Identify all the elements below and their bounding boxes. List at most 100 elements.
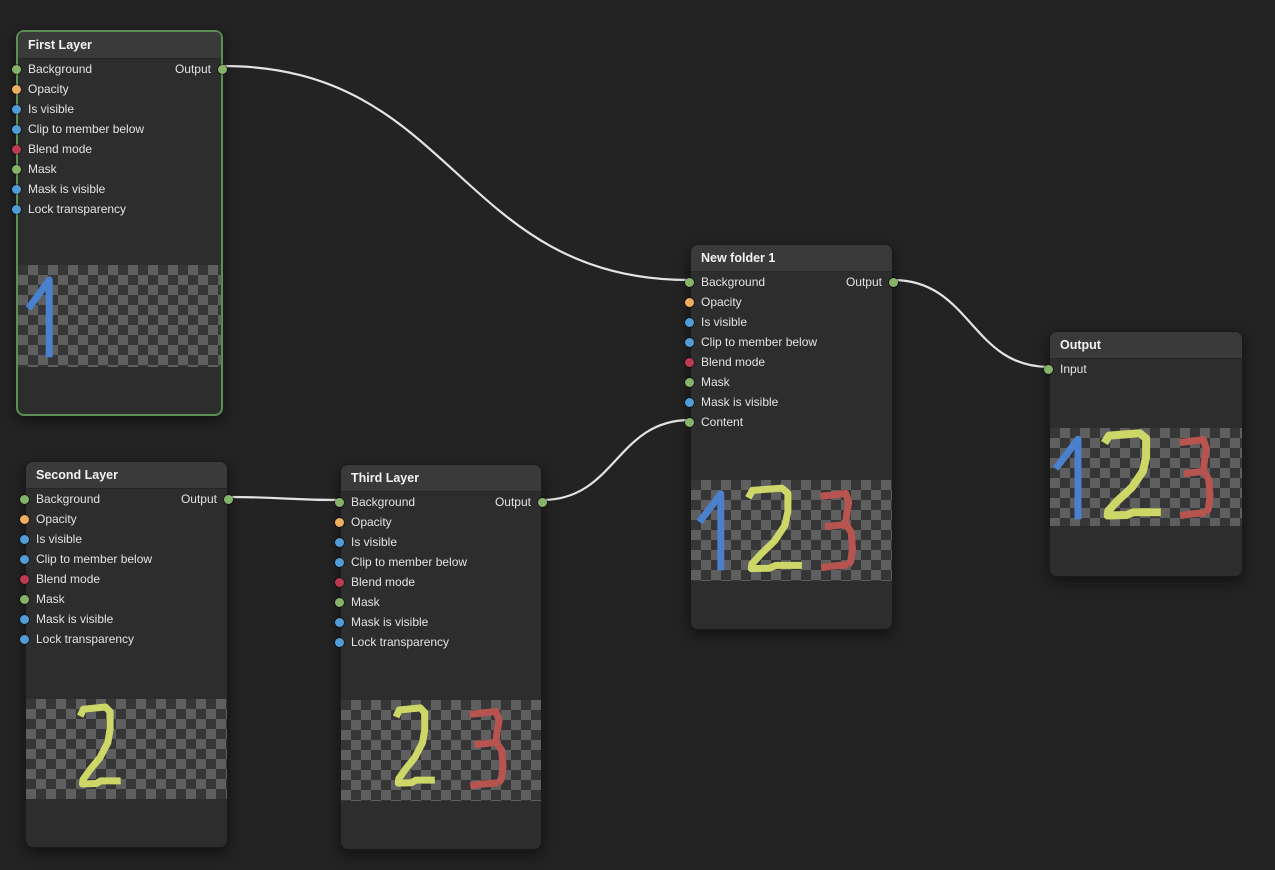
input-port-dot-blend-mode[interactable] (685, 357, 694, 367)
input-port-dot-mask[interactable] (685, 377, 694, 387)
input-port-label: Opacity (701, 295, 742, 309)
port-row: Blend mode (335, 572, 541, 592)
input-port-label: Mask is visible (28, 182, 106, 196)
input-port-label: Background (351, 495, 416, 509)
input-port-label: Blend mode (36, 572, 101, 586)
input-port-dot-mask-is-visible[interactable] (685, 397, 694, 407)
port-row: Input (1044, 359, 1242, 379)
input-port-dot-opacity[interactable] (20, 514, 29, 524)
wire-third-layer-to-new-folder-1[interactable] (540, 418, 692, 502)
input-port-label: Is visible (701, 315, 748, 329)
input-port-dot-background[interactable] (685, 277, 694, 287)
input-port-dot-clip-to-member-below[interactable] (335, 557, 344, 567)
node-title: Third Layer (351, 471, 420, 485)
input-port-dot-clip-to-member-below[interactable] (12, 124, 21, 134)
node-title-bar[interactable]: First Layer (18, 32, 221, 59)
preview-digit-1 (1052, 435, 1082, 520)
input-port-label: Lock transparency (36, 632, 135, 646)
input-port-dot-mask[interactable] (20, 594, 29, 604)
node-title-bar[interactable]: Third Layer (341, 465, 541, 492)
node-title-bar[interactable]: New folder 1 (691, 245, 892, 272)
output-port-label: Output (845, 275, 882, 289)
preview-digit-2 (1101, 429, 1161, 520)
port-row: Blend mode (12, 139, 221, 159)
port-row: Mask is visible (12, 179, 221, 199)
input-port-dot-is-visible[interactable] (685, 317, 694, 327)
preview-image (392, 704, 507, 790)
input-port-label: Content (701, 415, 744, 429)
input-port-label: Background (28, 62, 93, 76)
port-row: Mask (685, 372, 892, 392)
input-port-dot-mask-is-visible[interactable] (335, 617, 344, 627)
preview-digit-3 (1179, 436, 1214, 520)
input-port-dot-blend-mode[interactable] (335, 577, 344, 587)
port-row: Mask is visible (20, 609, 227, 629)
port-row: Mask (335, 592, 541, 612)
port-row: Clip to member below (12, 119, 221, 139)
input-port-label: Opacity (351, 515, 392, 529)
input-port-label: Input (1060, 362, 1087, 376)
input-port-dot-lock-transparency[interactable] (335, 637, 344, 647)
input-port-label: Background (701, 275, 766, 289)
input-port-dot-clip-to-member-below[interactable] (685, 337, 694, 347)
port-row: Is visible (20, 529, 227, 549)
wire-first-layer-to-new-folder-1[interactable] (221, 64, 692, 282)
input-port-dot-input[interactable] (1044, 364, 1053, 374)
input-port-dot-blend-mode[interactable] (20, 574, 29, 584)
input-port-dot-opacity[interactable] (12, 84, 21, 94)
input-port-dot-clip-to-member-below[interactable] (20, 554, 29, 564)
input-port-dot-lock-transparency[interactable] (20, 634, 29, 644)
output-port-group: Output (495, 492, 531, 512)
port-row: Opacity (20, 509, 227, 529)
input-port-dot-background[interactable] (12, 64, 21, 74)
input-port-dot-opacity[interactable] (685, 297, 694, 307)
input-port-label: Mask (351, 595, 380, 609)
input-port-dot-is-visible[interactable] (20, 534, 29, 544)
input-port-dot-lock-transparency[interactable] (12, 204, 21, 214)
input-port-label: Clip to member below (28, 122, 145, 136)
input-port-dot-content[interactable] (685, 417, 694, 427)
port-row: Lock transparency (12, 199, 221, 219)
input-port-dot-blend-mode[interactable] (12, 144, 21, 154)
output-port-dot-output[interactable] (224, 494, 233, 504)
input-port-dot-background[interactable] (335, 497, 344, 507)
input-port-dot-is-visible[interactable] (335, 537, 344, 547)
input-port-dot-opacity[interactable] (335, 517, 344, 527)
node-title-bar[interactable]: Output (1050, 332, 1242, 359)
output-port-dot-output[interactable] (538, 497, 547, 507)
preview-image (1052, 429, 1214, 520)
input-port-dot-mask[interactable] (335, 597, 344, 607)
port-row: Lock transparency (20, 629, 227, 649)
wire-new-folder-1-to-output[interactable] (891, 278, 1051, 369)
input-port-label: Is visible (351, 535, 398, 549)
input-port-dot-mask-is-visible[interactable] (20, 614, 29, 624)
input-port-dot-background[interactable] (20, 494, 29, 504)
input-port-dot-is-visible[interactable] (12, 104, 21, 114)
output-port-dot-output[interactable] (218, 64, 227, 74)
output-port-dot-output[interactable] (889, 277, 898, 287)
node-title-bar[interactable]: Second Layer (26, 462, 227, 489)
node-output[interactable]: Output Input (1044, 331, 1243, 577)
input-port-label: Blend mode (28, 142, 93, 156)
wire-second-layer-to-third-layer[interactable] (226, 495, 342, 502)
node-title: First Layer (28, 38, 92, 52)
input-port-label: Clip to member below (351, 555, 468, 569)
input-port-label: Mask is visible (701, 395, 779, 409)
node-title: Second Layer (36, 468, 118, 482)
input-port-label: Blend mode (701, 355, 766, 369)
preview-digit-2 (392, 704, 435, 787)
input-port-label: Background (36, 492, 101, 506)
port-row: Background Output (335, 492, 547, 512)
port-row: Mask (12, 159, 221, 179)
input-port-dot-mask[interactable] (12, 164, 21, 174)
port-row: Blend mode (685, 352, 892, 372)
input-port-dot-mask-is-visible[interactable] (12, 184, 21, 194)
